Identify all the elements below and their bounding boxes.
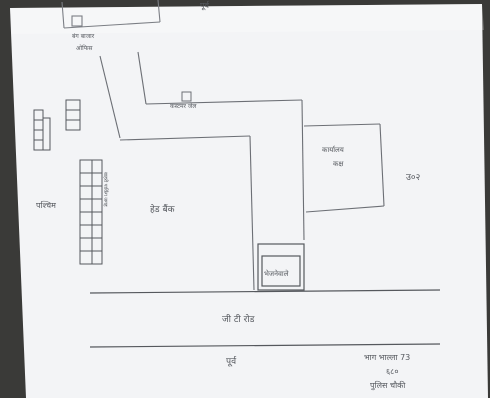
bottom-direction-label: पूर्व (226, 355, 237, 367)
right-code-label: उ०२ (406, 173, 421, 183)
top-building-label: बंग बाजार (72, 33, 95, 40)
entry-gate-label: भेजनेवाले (264, 269, 289, 278)
right-block-label: कार्यालय (322, 145, 345, 154)
main-hall-label: हेड बैंक (150, 203, 176, 215)
small-booth (181, 91, 192, 102)
paper-glare (10, 4, 484, 34)
right-block-sublabel: कक्ष (333, 160, 344, 168)
right-block (303, 123, 385, 213)
paper-sheet (10, 4, 488, 398)
vertical-grid-strip (79, 159, 103, 265)
header-fragment-text: पूर्व (200, 0, 210, 11)
small-booth-label: कस्टमर जेल (170, 102, 197, 110)
left-edge-label: पश्चिम (36, 200, 56, 210)
note-line-1: भाग भाल्ला 73 (364, 353, 410, 362)
top-sub-label: ओफिस (76, 44, 93, 52)
road-label: जी टी रोड (222, 313, 255, 325)
note-line-2: ६८० (386, 367, 398, 376)
note-line-3: पुलिस चौकी (370, 380, 406, 391)
main-hall (99, 51, 305, 291)
road-top-line (89, 289, 441, 294)
left-small-boxes (33, 99, 81, 151)
road-bottom-line (89, 343, 441, 348)
vertical-strip-label: बाहरी पार्किंग जगह (102, 172, 109, 207)
entry-gate (257, 243, 305, 291)
top-building (61, 0, 161, 29)
